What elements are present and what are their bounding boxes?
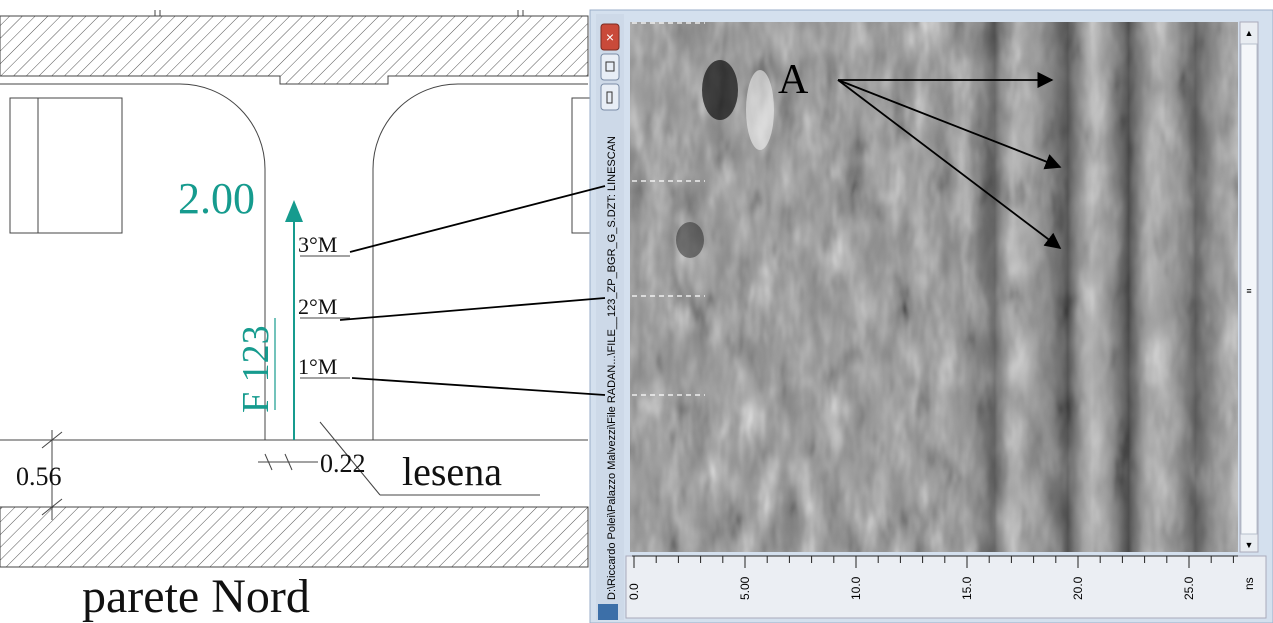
annotation-arrow-2 <box>837 79 1062 170</box>
mark-2m: 2°M <box>298 294 337 319</box>
left-title-bar <box>596 14 624 620</box>
time-axis-tick-label: 20.0 <box>1071 576 1085 600</box>
radargram-image <box>630 22 1238 552</box>
drawing-title: parete Nord <box>82 570 310 623</box>
scroll-up-icon[interactable]: ▲ <box>1245 28 1254 38</box>
app-icon <box>598 604 618 620</box>
arch-right <box>372 83 588 440</box>
annotation-a: A <box>778 57 809 103</box>
scroll-thumb[interactable] <box>1240 43 1258 535</box>
restore-button[interactable] <box>600 53 620 81</box>
pillaster-label: lesena <box>402 449 502 494</box>
connector-2m <box>339 297 606 321</box>
close-icon: × <box>606 29 614 45</box>
minimize-button[interactable] <box>600 83 620 111</box>
close-button[interactable]: × <box>600 23 620 51</box>
dimension-left-label: 0.56 <box>16 462 62 491</box>
bottom-wall-hatch <box>0 506 589 568</box>
height-value-label: 2.00 <box>178 174 255 223</box>
time-unit-label: ns <box>1242 577 1256 590</box>
wall-plan-drawing: 2.00 F 123 3°M 2°M 1°M 0.56 0.22 lesena … <box>0 10 593 623</box>
connector-3m <box>349 185 606 253</box>
window-left <box>9 97 123 234</box>
restore-icon <box>605 61 615 72</box>
minimize-icon <box>606 91 613 104</box>
time-axis-tick-label: 25.0 <box>1182 576 1196 600</box>
time-axis-tick-label: 0.0 <box>627 583 641 600</box>
time-axis-tick-label: 15.0 <box>960 576 974 600</box>
connector-1m <box>351 377 606 396</box>
dimension-right-label: 0.22 <box>320 449 366 478</box>
time-axis: 0.0 5.00 10.0 15.0 20.0 25.0 ns <box>625 555 1267 619</box>
grip-icon: ≡ <box>1246 286 1251 296</box>
arch-left <box>0 83 266 440</box>
annotation-arrow-3 <box>837 79 1062 249</box>
profile-label: F 123 <box>235 325 277 413</box>
time-axis-tick-label: 10.0 <box>849 576 863 600</box>
time-axis-tick-label: 5.00 <box>738 576 752 600</box>
scan-profile-arrow <box>274 200 303 440</box>
vertical-scrollbar[interactable]: ▲ ▼ ≡ <box>1239 21 1259 553</box>
mark-1m: 1°M <box>298 354 337 379</box>
top-wall-hatch <box>0 10 589 85</box>
mark-3m: 3°M <box>298 232 337 257</box>
scroll-down-icon[interactable]: ▼ <box>1245 540 1254 550</box>
window-title: D:\Riccardo Polei\Palazzo Malvezzi\File … <box>606 136 618 600</box>
